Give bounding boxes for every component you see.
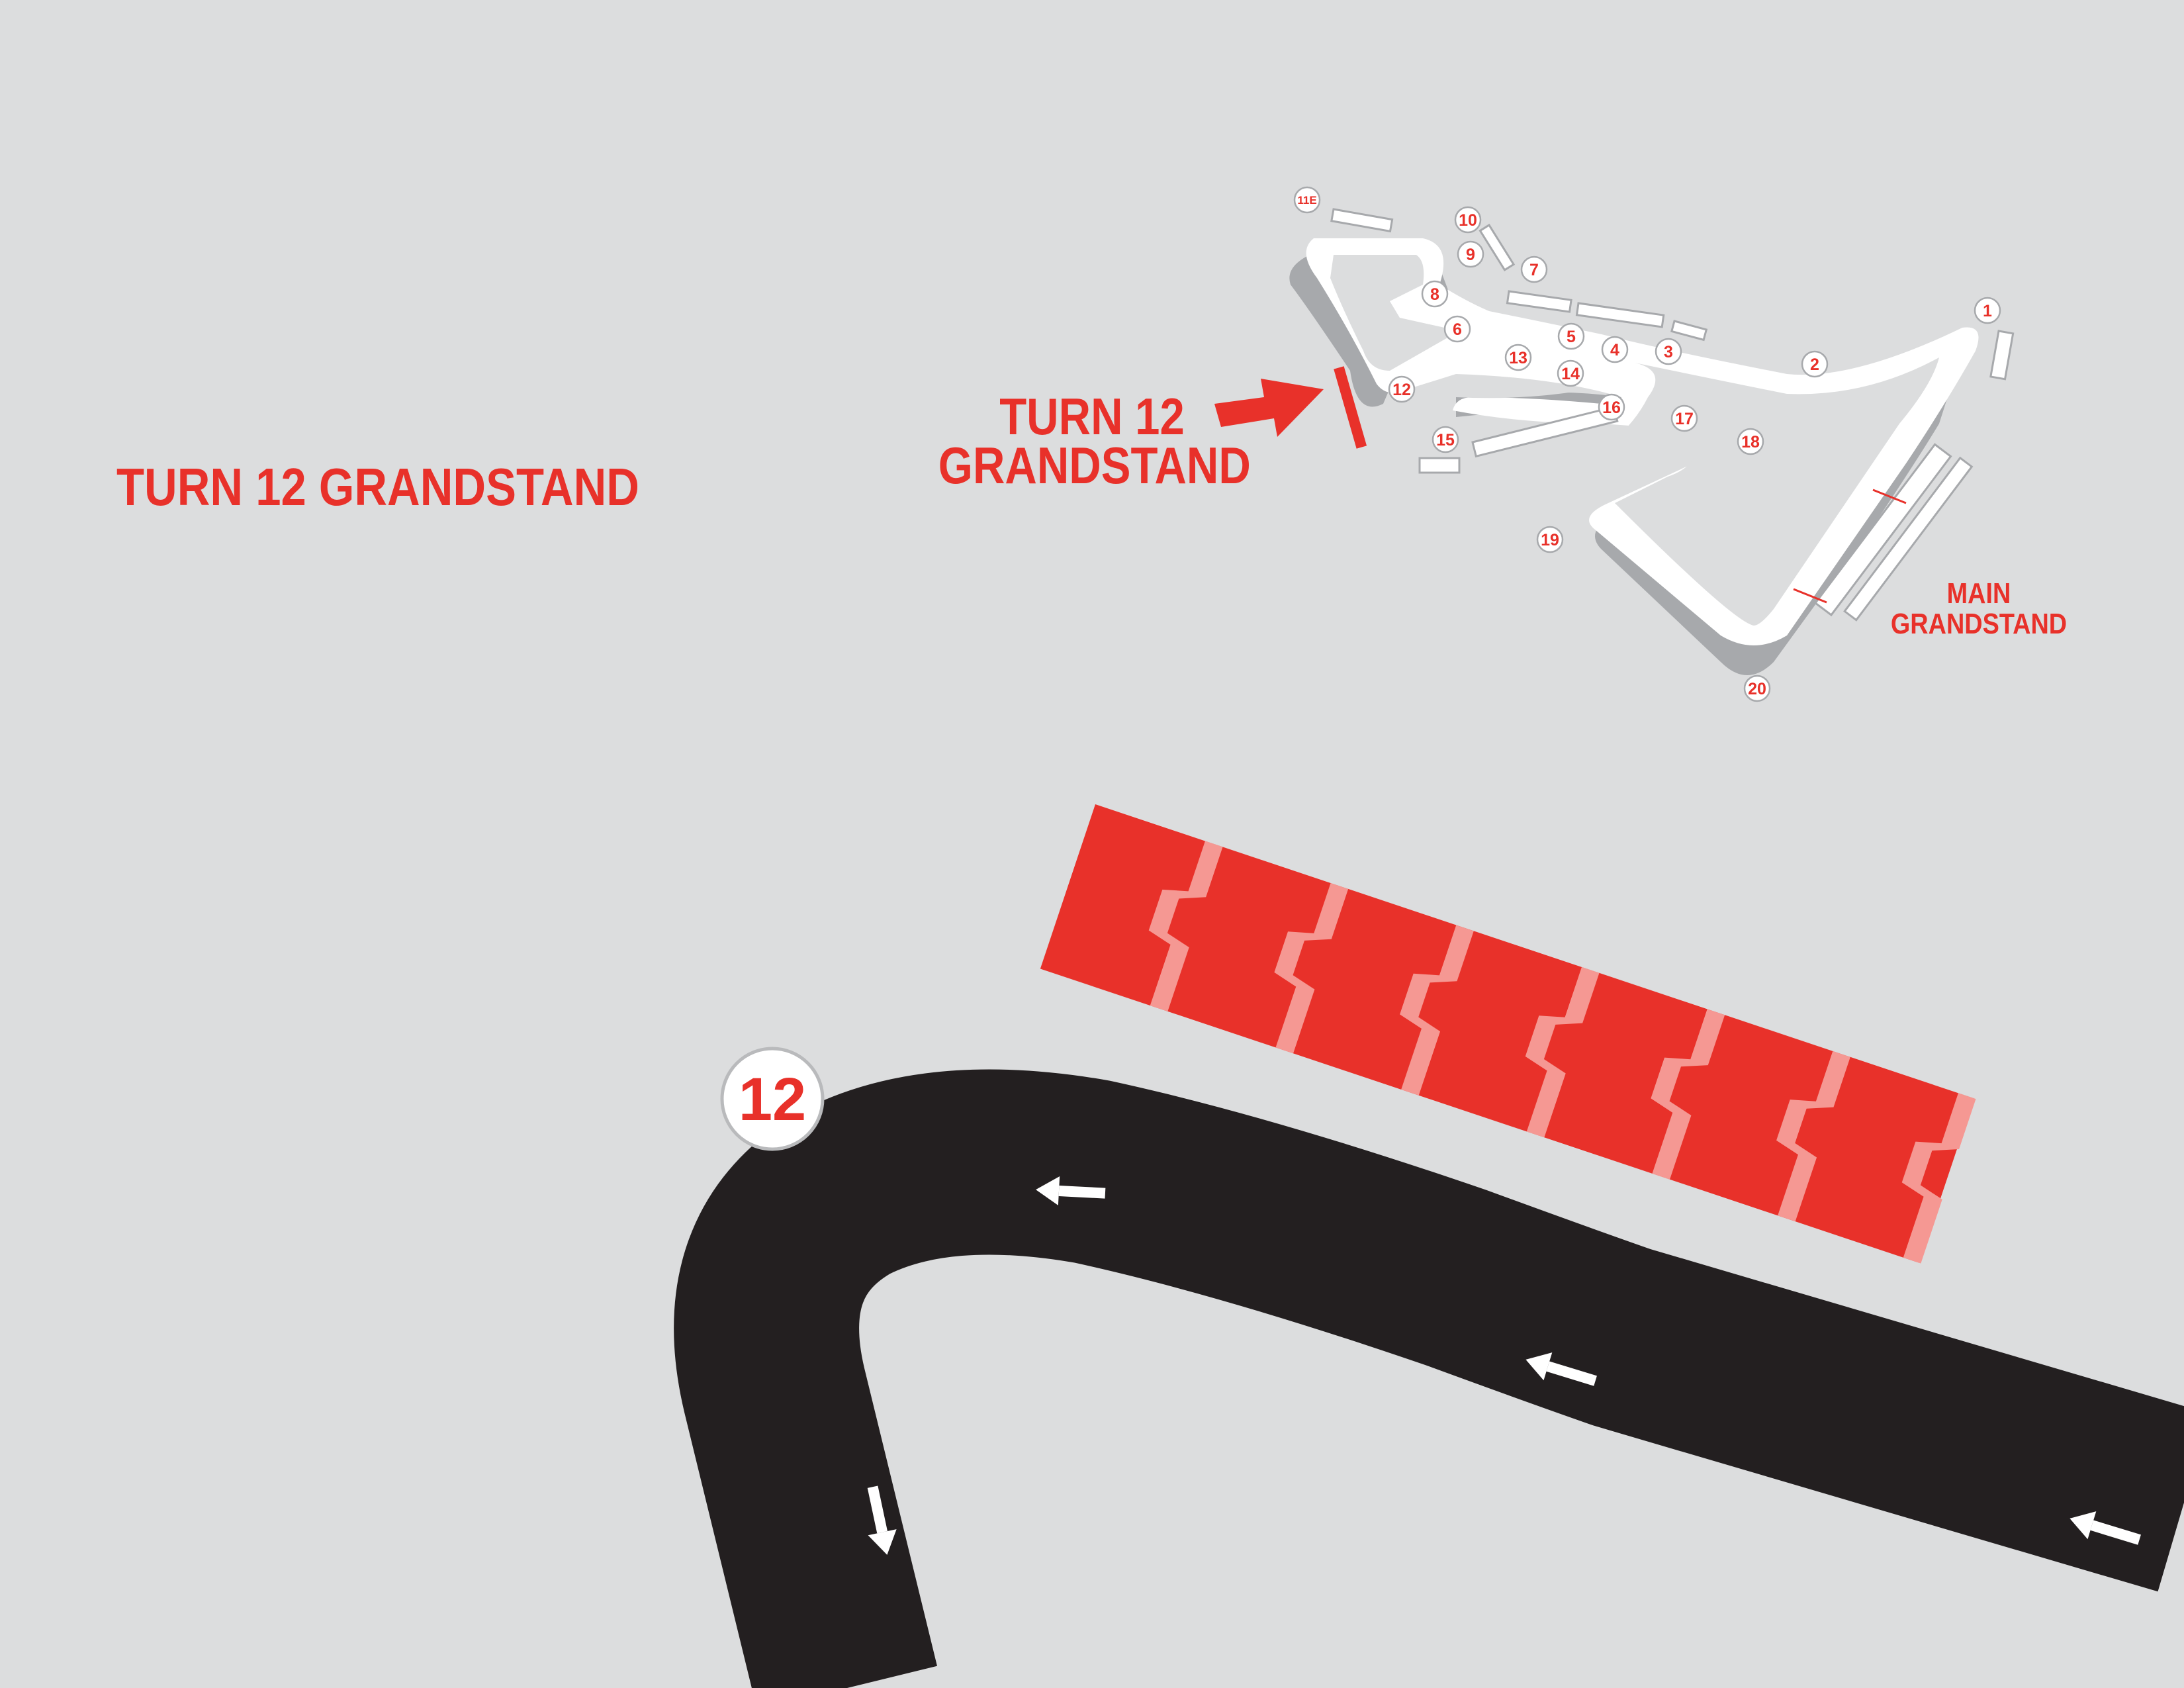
turn-marker-label: 12 xyxy=(1392,381,1411,399)
turn-marker: 2 xyxy=(1801,350,1829,378)
direction-arrow-icon xyxy=(867,1485,897,1555)
page-title: TURN 12 GRANDSTAND xyxy=(116,457,639,516)
turn-marker: 12 xyxy=(1388,375,1416,403)
direction-arrow-icon xyxy=(1525,1352,1597,1386)
turn-marker-label: 18 xyxy=(1741,433,1760,451)
grandstand-aisle xyxy=(1525,966,1600,1138)
inset-callout-label: TURN 12 GRANDSTAND xyxy=(938,387,1251,494)
main-grandstand-label: MAIN GRANDSTAND xyxy=(1888,579,2070,639)
turn-marker: 20 xyxy=(1743,675,1771,702)
turn-marker: 17 xyxy=(1670,404,1698,432)
turn-marker: 9 xyxy=(1457,240,1484,268)
callout-arrow-icon xyxy=(1214,379,1324,437)
turn-marker-label: 3 xyxy=(1664,343,1673,361)
turn-marker-label: 16 xyxy=(1602,399,1621,417)
turn-marker: 4 xyxy=(1601,336,1629,363)
grandstand-aisle xyxy=(1148,841,1223,1011)
turn-marker-label: 11E xyxy=(1297,194,1316,207)
turn-marker: 13 xyxy=(1504,344,1532,371)
turn-marker-label: 2 xyxy=(1810,355,1819,374)
grandstand-aisle xyxy=(1274,882,1349,1054)
main-grandstand-line-2: GRANDSTAND xyxy=(1890,608,2068,640)
direction-arrow-icon xyxy=(2070,1511,2141,1545)
turn-marker-label: 14 xyxy=(1561,365,1580,383)
turn-marker: 19 xyxy=(1536,526,1564,553)
grandstand-aisle xyxy=(1776,1051,1850,1222)
turn-marker-label: 20 xyxy=(1748,680,1766,698)
turn-12-badge-label: 12 xyxy=(739,1066,806,1133)
detail-track xyxy=(674,1069,2184,1688)
turn-marker: 6 xyxy=(1443,315,1471,343)
callout-line-2: GRANDSTAND xyxy=(938,436,1251,494)
turn-12-badge: 12 xyxy=(720,1047,825,1151)
turn-marker: 16 xyxy=(1598,393,1625,421)
turn-marker: 8 xyxy=(1421,280,1449,308)
turn-marker-label: 1 xyxy=(1983,302,1992,320)
turn-marker-label: 10 xyxy=(1459,211,1477,230)
turn-marker-label: 9 xyxy=(1466,246,1475,264)
grandstand-aisle xyxy=(1901,1093,1976,1264)
turn-marker-label: 19 xyxy=(1541,531,1559,549)
turn-marker: 14 xyxy=(1557,359,1584,387)
grandstand-aisle xyxy=(1651,1009,1725,1180)
turn-marker: 15 xyxy=(1432,426,1459,453)
turn-marker: 7 xyxy=(1520,256,1548,283)
turn-marker-label: 15 xyxy=(1436,431,1455,449)
inset-grandstands xyxy=(1330,208,2015,622)
main-grandstand-line-1: MAIN xyxy=(1946,577,2011,610)
turn-marker-label: 4 xyxy=(1610,341,1619,359)
grandstand-aisle xyxy=(1400,925,1474,1096)
inset-turn12-grandstand xyxy=(1334,366,1367,449)
turn-marker: 1 xyxy=(1974,297,2001,324)
direction-arrows xyxy=(867,1176,2141,1555)
turn-marker: 3 xyxy=(1655,338,1682,365)
turn-marker: 10 xyxy=(1454,206,1482,234)
callout-line-1: TURN 12 xyxy=(999,387,1185,445)
turn-marker-label: 17 xyxy=(1675,410,1694,428)
turn-marker: 11E xyxy=(1293,186,1321,214)
turn-marker-label: 6 xyxy=(1453,320,1462,339)
turn-marker-label: 5 xyxy=(1567,328,1576,346)
turn-marker-label: 13 xyxy=(1509,349,1527,367)
turn-marker: 5 xyxy=(1557,322,1585,350)
turn12-grandstand-block xyxy=(1040,804,1976,1264)
turn-marker: 18 xyxy=(1737,428,1764,455)
turn-marker-label: 8 xyxy=(1430,285,1439,304)
turn-marker-label: 7 xyxy=(1529,261,1539,279)
direction-arrow-icon xyxy=(1036,1176,1106,1205)
